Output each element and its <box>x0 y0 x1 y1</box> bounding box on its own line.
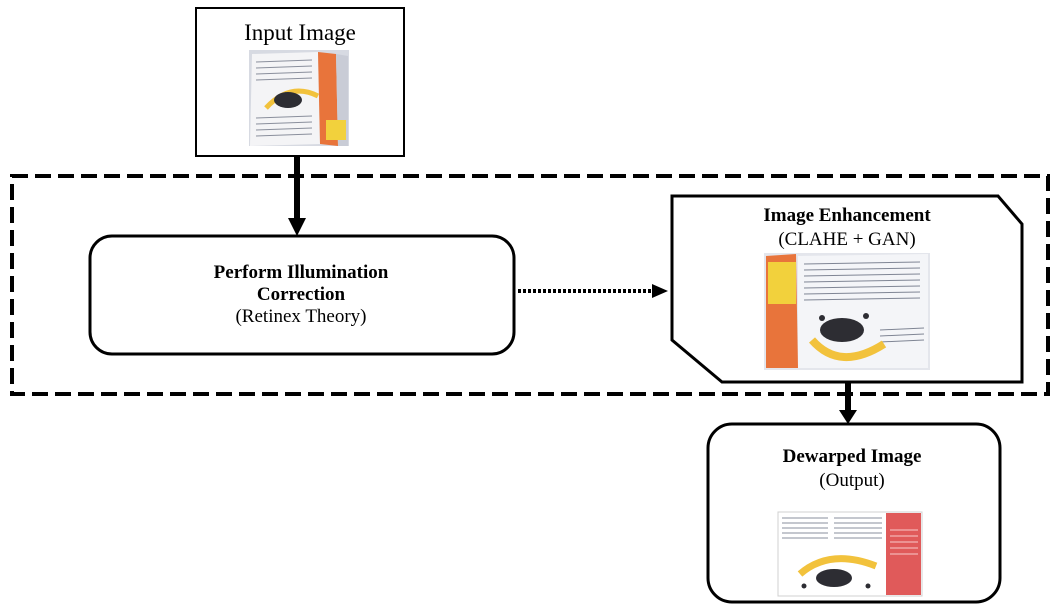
arrowhead-enhancement-to-output <box>839 410 857 424</box>
output-subtitle: (Output) <box>819 470 884 491</box>
dewarped-document-thumbnail <box>777 511 923 597</box>
image-enhancement-node: Image Enhancement (CLAHE + GAN) <box>670 194 1024 384</box>
arrowhead-illumination-to-enhancement <box>652 284 668 298</box>
illumination-title-line2: Correction <box>257 284 346 305</box>
input-image-node: Input Image <box>195 7 405 157</box>
illumination-title-line1: Perform Illumination <box>214 262 389 283</box>
input-document-thumbnail <box>249 50 349 146</box>
illumination-subtitle: (Retinex Theory) <box>235 306 366 327</box>
enhancement-title: Image Enhancement <box>763 205 931 226</box>
output-title: Dewarped Image <box>783 446 922 467</box>
illumination-correction-node: Perform Illumination Correction (Retinex… <box>88 234 516 356</box>
arrowhead-input-to-illumination <box>288 218 306 236</box>
processing-region-dashed-border <box>10 174 1050 396</box>
enhancement-subtitle: (CLAHE + GAN) <box>778 229 915 250</box>
input-image-title: Input Image <box>244 20 356 45</box>
illumination-correction-box <box>88 234 516 356</box>
dewarped-output-node: Dewarped Image (Output) <box>706 422 1002 604</box>
enhanced-document-thumbnail <box>764 253 930 370</box>
